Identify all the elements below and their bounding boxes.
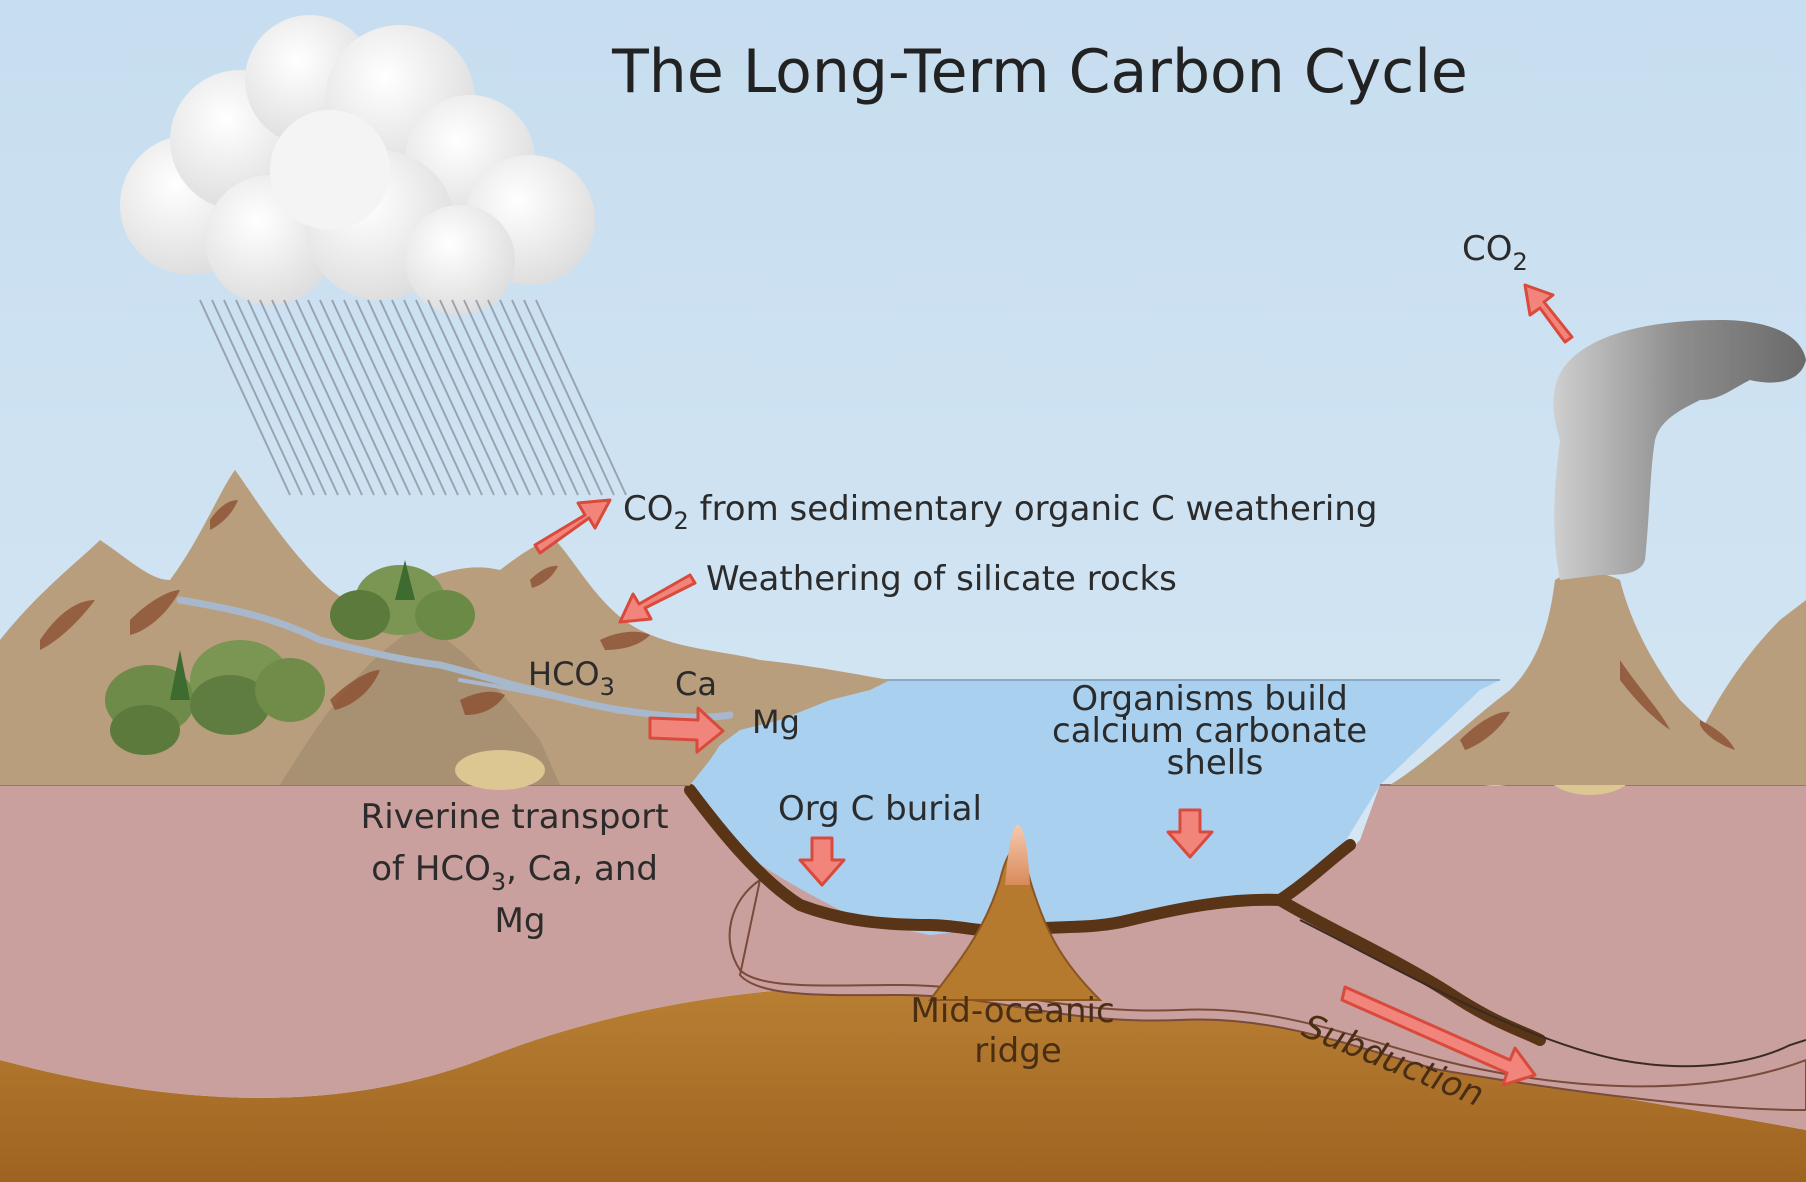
mountain-streaks <box>40 500 650 715</box>
ocean-water <box>680 680 1500 935</box>
volcano <box>1390 572 1806 785</box>
arrow-carbonate <box>1166 808 1214 859</box>
mantle-layer <box>0 985 1806 1182</box>
label-mg: Mg <box>752 703 800 741</box>
label-org-c-burial: Org C burial <box>778 789 982 829</box>
cloud-icon <box>120 15 595 315</box>
river-branch <box>458 678 622 714</box>
volcano-plume-icon <box>1553 320 1806 580</box>
left-foothill <box>280 625 560 785</box>
tree-icon <box>105 560 475 755</box>
subduction-sediment <box>1274 894 1546 1046</box>
arrow-subduction <box>1340 985 1537 1087</box>
label-hco3: HCO3 <box>528 655 615 701</box>
volcano-streaks <box>1460 660 1735 750</box>
arrow-weathering <box>618 573 697 624</box>
label-organisms: Organisms build calcium carbonate shells <box>1052 679 1378 783</box>
river <box>176 596 734 721</box>
rain-icon <box>199 299 627 496</box>
sand-pile-left <box>455 750 545 790</box>
arrows <box>533 283 1574 1087</box>
page-title: The Long-Term Carbon Cycle <box>611 37 1468 107</box>
label-mid-oceanic-ridge: Mid-oceanic ridge <box>910 991 1125 1071</box>
ridge-vent <box>1005 825 1030 885</box>
label-weathering-silicate: Weathering of silicate rocks <box>706 559 1177 599</box>
arrow-hco3 <box>648 706 725 754</box>
label-volcano-co2: CO2 <box>1462 229 1528 276</box>
arrow-org-c-burial <box>798 836 846 887</box>
arrow-co2-weathering <box>533 498 612 555</box>
arrow-volcano-co2 <box>1523 283 1574 344</box>
label-co2-weathering: CO2 from sedimentary organic C weatherin… <box>623 489 1377 535</box>
continental-crust <box>0 785 1806 1130</box>
label-ca: Ca <box>675 665 717 703</box>
label-riverine: Riverine transport of HCO3, Ca, and Mg <box>361 797 680 941</box>
subduction-slab-line <box>1299 919 1806 1068</box>
